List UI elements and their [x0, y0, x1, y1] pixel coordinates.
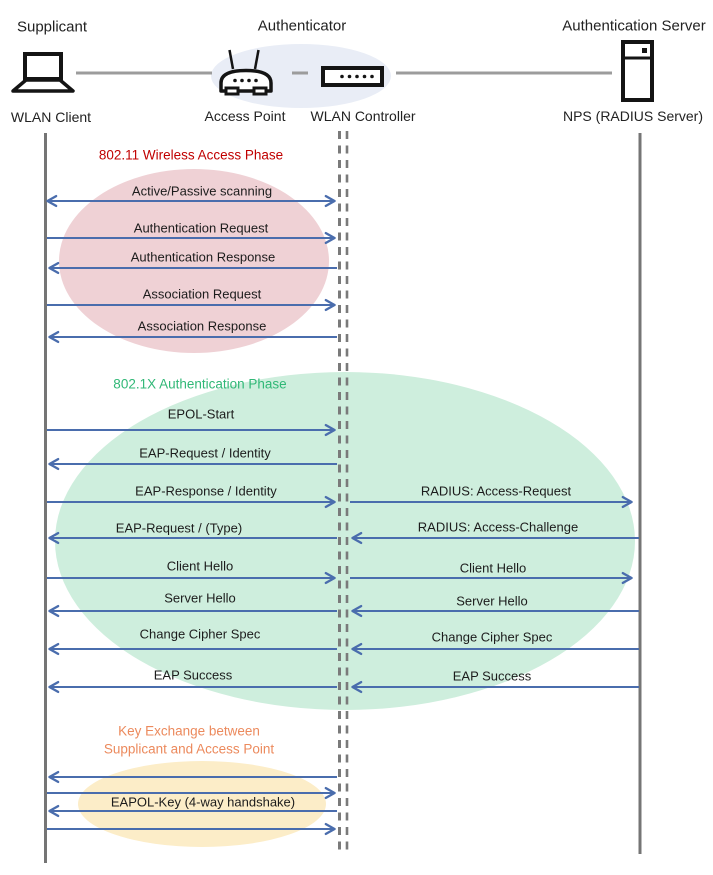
message-label: RADIUS: Access-Challenge	[417, 519, 579, 535]
server-icon	[621, 40, 654, 102]
access-point-icon	[219, 49, 273, 96]
message-label: EAPOL-Key (4-way handshake)	[110, 794, 296, 810]
lifelines	[44, 131, 642, 863]
phase3-title-line1: Key Exchange between	[118, 723, 260, 739]
message-label: Authentication Response	[130, 249, 276, 265]
message-arrows	[46, 194, 639, 836]
message-label: RADIUS: Access-Request	[420, 483, 572, 499]
message-label: Association Response	[137, 318, 267, 334]
message-label: EAP Success	[153, 667, 233, 683]
message-label: EPOL-Start	[167, 406, 235, 422]
wlan-controller-icon	[321, 66, 384, 87]
message-label: Active/Passive scanning	[131, 183, 273, 199]
actor-title-supplicant: Supplicant	[16, 18, 88, 36]
message-label: EAP-Request / (Type)	[115, 520, 243, 536]
node-label-wlan-controller: WLAN Controller	[310, 108, 416, 124]
message-label: Client Hello	[459, 560, 527, 576]
message-label: Association Request	[142, 286, 262, 302]
message-label: Server Hello	[456, 593, 528, 609]
message-label: Client Hello	[166, 558, 234, 574]
actor-title-auth-server: Authentication Server	[562, 17, 706, 35]
message-label: EAP Success	[452, 668, 532, 684]
phase1-ellipse	[59, 169, 329, 353]
phase1-title: 802.11 Wireless Access Phase	[98, 147, 284, 163]
phase3-title-line2: Supplicant and Access Point	[103, 741, 275, 757]
message-label: Change Cipher Spec	[139, 626, 261, 642]
phase2-ellipse	[55, 372, 635, 710]
message-label: EAP-Response / Identity	[135, 483, 277, 499]
message-label: Authentication Request	[133, 220, 269, 236]
phase2-title: 802.1X Authentication Phase	[113, 376, 287, 392]
message-label: Server Hello	[164, 590, 236, 606]
node-label-access-point: Access Point	[204, 108, 286, 124]
phase3-ellipse	[78, 761, 326, 847]
message-label: EAP-Request / Identity	[139, 445, 271, 461]
actor-title-authenticator: Authenticator	[257, 17, 347, 35]
message-label: Change Cipher Spec	[431, 629, 553, 645]
node-label-nps-server: NPS (RADIUS Server)	[562, 108, 704, 124]
node-label-wlan-client: WLAN Client	[10, 109, 92, 125]
laptop-icon	[11, 52, 75, 93]
